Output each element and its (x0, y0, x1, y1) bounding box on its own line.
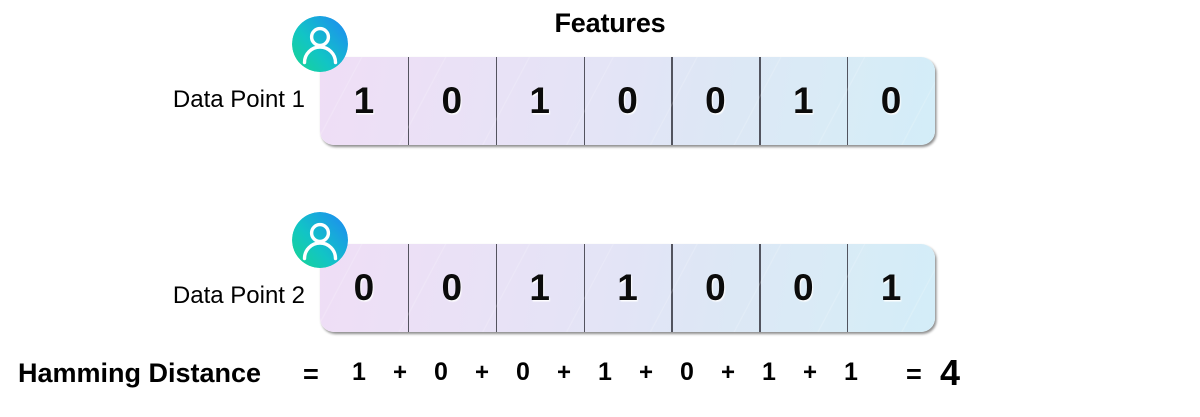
equation-term: 0 (516, 358, 530, 386)
feature-cell: 1 (353, 80, 375, 121)
feature-cell: 1 (583, 244, 672, 332)
feature-cell: 0 (759, 244, 847, 332)
plus-operator: + (392, 359, 407, 386)
plus-operator: + (638, 359, 653, 386)
plus-operator: + (720, 359, 735, 386)
feature-cell: 0 (407, 57, 496, 145)
hamming-distance-equation: Hamming Distance = 1 + 0 + 0 + 1 + 0 + 1… (0, 352, 1200, 404)
feature-cell: 0 (353, 267, 375, 308)
equation-term: 1 (762, 358, 776, 386)
equation-term: 0 (680, 358, 694, 386)
feature-cell: 1 (495, 244, 584, 332)
equation-term: 1 (352, 358, 366, 386)
feature-cell: 0 (847, 57, 935, 145)
equals-sign-left: = (303, 359, 319, 389)
plus-operator: + (556, 359, 571, 386)
person-avatar-icon (292, 16, 348, 72)
equation-term: 1 (844, 358, 858, 386)
equation-label: Hamming Distance (18, 358, 262, 388)
feature-cell: 0 (407, 244, 496, 332)
hamming-distance-result: 4 (940, 352, 961, 393)
feature-cell: 1 (759, 57, 847, 145)
equation-term: 1 (598, 358, 612, 386)
feature-cell: 0 (583, 57, 672, 145)
equation-terms: 1 + 0 + 0 + 1 + 0 + 1 + 1 (330, 358, 900, 387)
row-label-data-point-2: Data Point 2 (172, 282, 305, 309)
feature-vector-row-2: 0 0 1 1 0 0 1 (320, 244, 935, 332)
plus-operator: + (474, 359, 489, 386)
equation-term: 0 (434, 358, 448, 386)
row-label-data-point-1: Data Point 1 (172, 86, 305, 113)
feature-cell: 1 (495, 57, 584, 145)
plus-operator: + (802, 359, 817, 386)
page-title: Features (554, 8, 666, 38)
feature-cell: 0 (671, 57, 759, 145)
feature-cell: 1 (847, 244, 935, 332)
feature-vector-row-1: 1 0 1 0 0 1 0 (320, 57, 935, 145)
equals-sign-right: = (906, 359, 922, 389)
feature-cell: 0 (671, 244, 759, 332)
person-avatar-icon (292, 212, 348, 268)
